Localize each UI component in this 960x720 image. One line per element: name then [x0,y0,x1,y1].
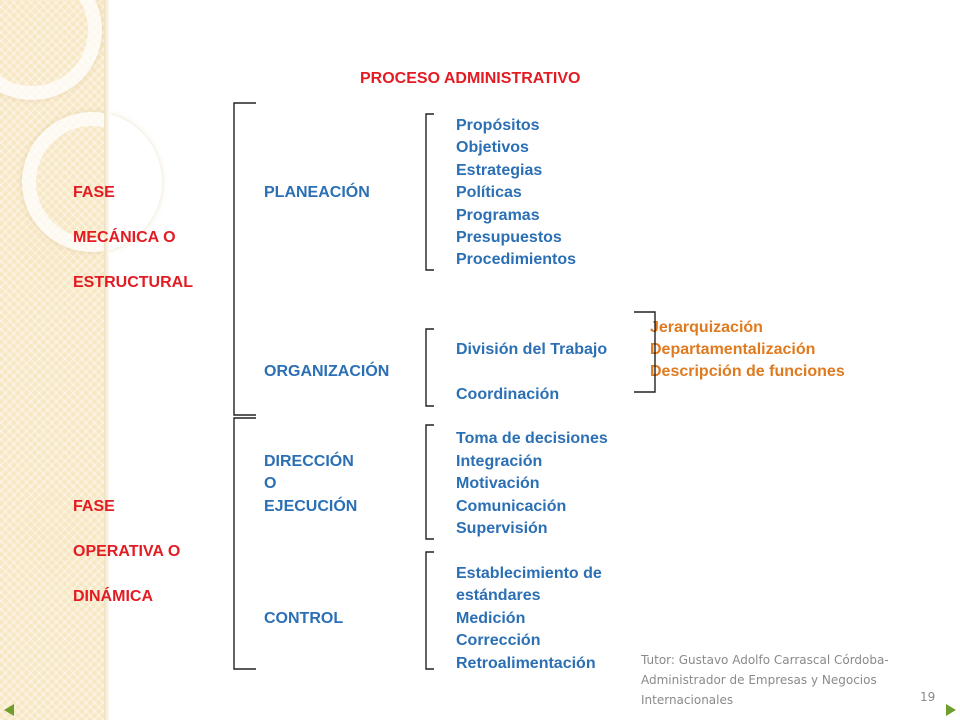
element-control-2: estándares [456,587,541,604]
phase-1-line-3: ESTRUCTURAL [73,274,193,291]
element-control-4: Corrección [456,632,541,649]
stage-direccion-line-1: DIRECCIÓN [264,453,354,470]
element-direccion-5: Supervisión [456,520,548,537]
footer-credit: Tutor: Gustavo Adolfo Carrascal Córdoba-… [641,650,941,710]
previous-slide-arrow-icon[interactable] [2,703,16,717]
stage-planeacion: PLANEACIÓN [264,184,370,201]
phase-2-line-1: FASE [73,498,115,515]
element-planeacion-2: Objetivos [456,139,529,156]
stage-control: CONTROL [264,610,344,627]
stage-direccion-line-3: EJECUCIÓN [264,498,358,515]
element-planeacion-1: Propósitos [456,117,540,134]
element-organizacion-1: División del Trabajo [456,341,608,358]
footer-line-2: Administrador de Empresas y Negocios [641,673,877,687]
side-band-edge [104,0,110,720]
bracket-division-detail [634,311,656,393]
bracket-organizacion [425,328,434,407]
division-detail-2: Departamentalización [650,341,816,358]
footer-line-1: Tutor: Gustavo Adolfo Carrascal Córdoba- [641,653,889,667]
element-planeacion-4: Políticas [456,184,522,201]
stage-direccion-line-2: O [264,475,277,492]
phase-2-line-3: DINÁMICA [73,588,153,605]
element-control-1: Establecimiento de [456,565,602,582]
bracket-phase-2 [233,417,256,670]
element-planeacion-3: Estrategias [456,162,543,179]
bracket-planeacion [425,113,434,271]
bracket-phase-1 [233,102,256,416]
division-detail-1: Jerarquización [650,319,763,336]
element-direccion-1: Toma de decisiones [456,430,608,447]
element-direccion-3: Motivación [456,475,540,492]
element-planeacion-5: Programas [456,207,540,224]
page-number: 19 [920,690,936,704]
footer-line-3: Internacionales [641,693,734,707]
element-control-5: Retroalimentación [456,655,596,672]
division-detail-3: Descripción de funciones [650,363,845,380]
element-organizacion-2: Coordinación [456,386,560,403]
phase-1-line-1: FASE [73,184,115,201]
bracket-control [425,551,434,670]
element-direccion-4: Comunicación [456,498,567,515]
element-direccion-2: Integración [456,453,543,470]
element-control-3: Medición [456,610,526,627]
bracket-direccion [425,424,434,540]
diagram-title: PROCESO ADMINISTRATIVO [360,70,581,87]
stage-organizacion: ORGANIZACIÓN [264,363,390,380]
element-planeacion-7: Procedimientos [456,251,577,268]
phase-2-line-2: OPERATIVA O [73,543,181,560]
element-planeacion-6: Presupuestos [456,229,562,246]
phase-1-line-2: MECÁNICA O [73,229,176,246]
next-slide-arrow-icon[interactable] [944,703,958,717]
